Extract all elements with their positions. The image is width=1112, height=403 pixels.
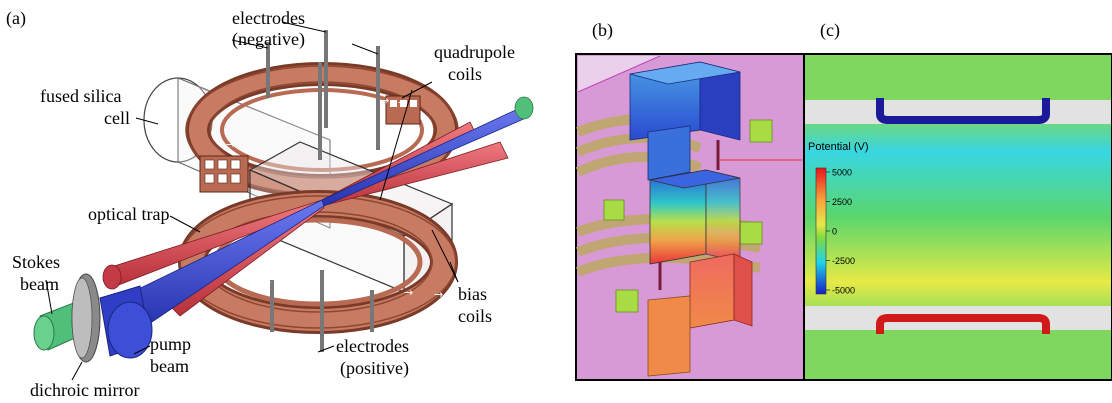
label-bias-line1: bias xyxy=(458,284,487,304)
dichroic-mirror xyxy=(71,273,101,363)
current-direction-arrow-icon: → xyxy=(434,288,443,301)
electrodes-top xyxy=(266,30,380,160)
label-stokes-line1: Stokes xyxy=(12,252,60,272)
colorbar-tick-label: -5000 xyxy=(832,286,855,296)
colorbar-title: Potential (V) xyxy=(808,141,869,153)
electrodes-bottom xyxy=(270,270,374,352)
panel-c-positive-electrode xyxy=(876,314,1050,334)
current-direction-arrow-icon: → xyxy=(226,138,235,151)
label-quadrupole-line1: quadrupole xyxy=(434,42,515,62)
label-pump-line1: pump xyxy=(150,334,191,354)
panel-c-negative-electrode xyxy=(876,98,1050,124)
current-direction-arrow-icon: ← xyxy=(262,276,271,289)
panel-a: (a) xyxy=(6,8,534,400)
colorbar-tick-label: 0 xyxy=(832,227,837,237)
colorbar-ticks: 5000 2500 0 -2500 -5000 xyxy=(826,168,855,296)
colorbar-tick-label: 2500 xyxy=(832,197,852,207)
label-electrodes-negative-line2: (negative) xyxy=(232,29,305,50)
label-pump-line2: beam xyxy=(150,356,189,376)
current-direction-arrow-icon: → xyxy=(398,96,407,109)
pump-beam-block xyxy=(99,285,153,359)
label-stokes-line2: beam xyxy=(20,274,59,294)
colorbar-tick-label: -2500 xyxy=(832,256,855,266)
label-dichroic-mirror: dichroic mirror xyxy=(30,380,139,400)
label-electrodes-positive-line1: electrodes xyxy=(336,336,409,356)
label-fused-silica-line1: fused silica xyxy=(40,86,121,106)
panel-a-label: (a) xyxy=(6,8,26,29)
panel-c: (c) Potential (V) 5000 2500 0 -2500 -5000 xyxy=(803,20,1112,381)
current-direction-arrow-icon: → xyxy=(404,286,413,299)
current-direction-arrow-icon: ← xyxy=(254,262,263,275)
colorbar xyxy=(815,167,827,295)
label-optical-trap: optical trap xyxy=(88,204,169,224)
label-electrodes-negative-line1: electrodes xyxy=(232,8,305,28)
current-direction-arrow-icon: → xyxy=(380,94,389,107)
label-fused-silica-line2: cell xyxy=(104,108,130,128)
panel-b-label: (b) xyxy=(592,20,613,41)
leader-lines xyxy=(45,21,459,381)
panel-c-label: (c) xyxy=(820,20,840,41)
label-electrodes-positive-line2: (positive) xyxy=(340,358,409,379)
label-quadrupole-line2: coils xyxy=(448,64,482,84)
colorbar-tick-label: 5000 xyxy=(832,168,852,178)
panel-b-central-block xyxy=(649,159,802,265)
label-bias-line2: coils xyxy=(458,306,492,326)
panel-b: (b) xyxy=(575,20,805,381)
panel-b-lower-electrode xyxy=(647,253,753,377)
upper-bias-coil-left xyxy=(199,155,249,193)
stokes-beam-end xyxy=(514,96,534,120)
panel-b-upper-electrode xyxy=(629,61,741,181)
beams xyxy=(102,96,534,327)
